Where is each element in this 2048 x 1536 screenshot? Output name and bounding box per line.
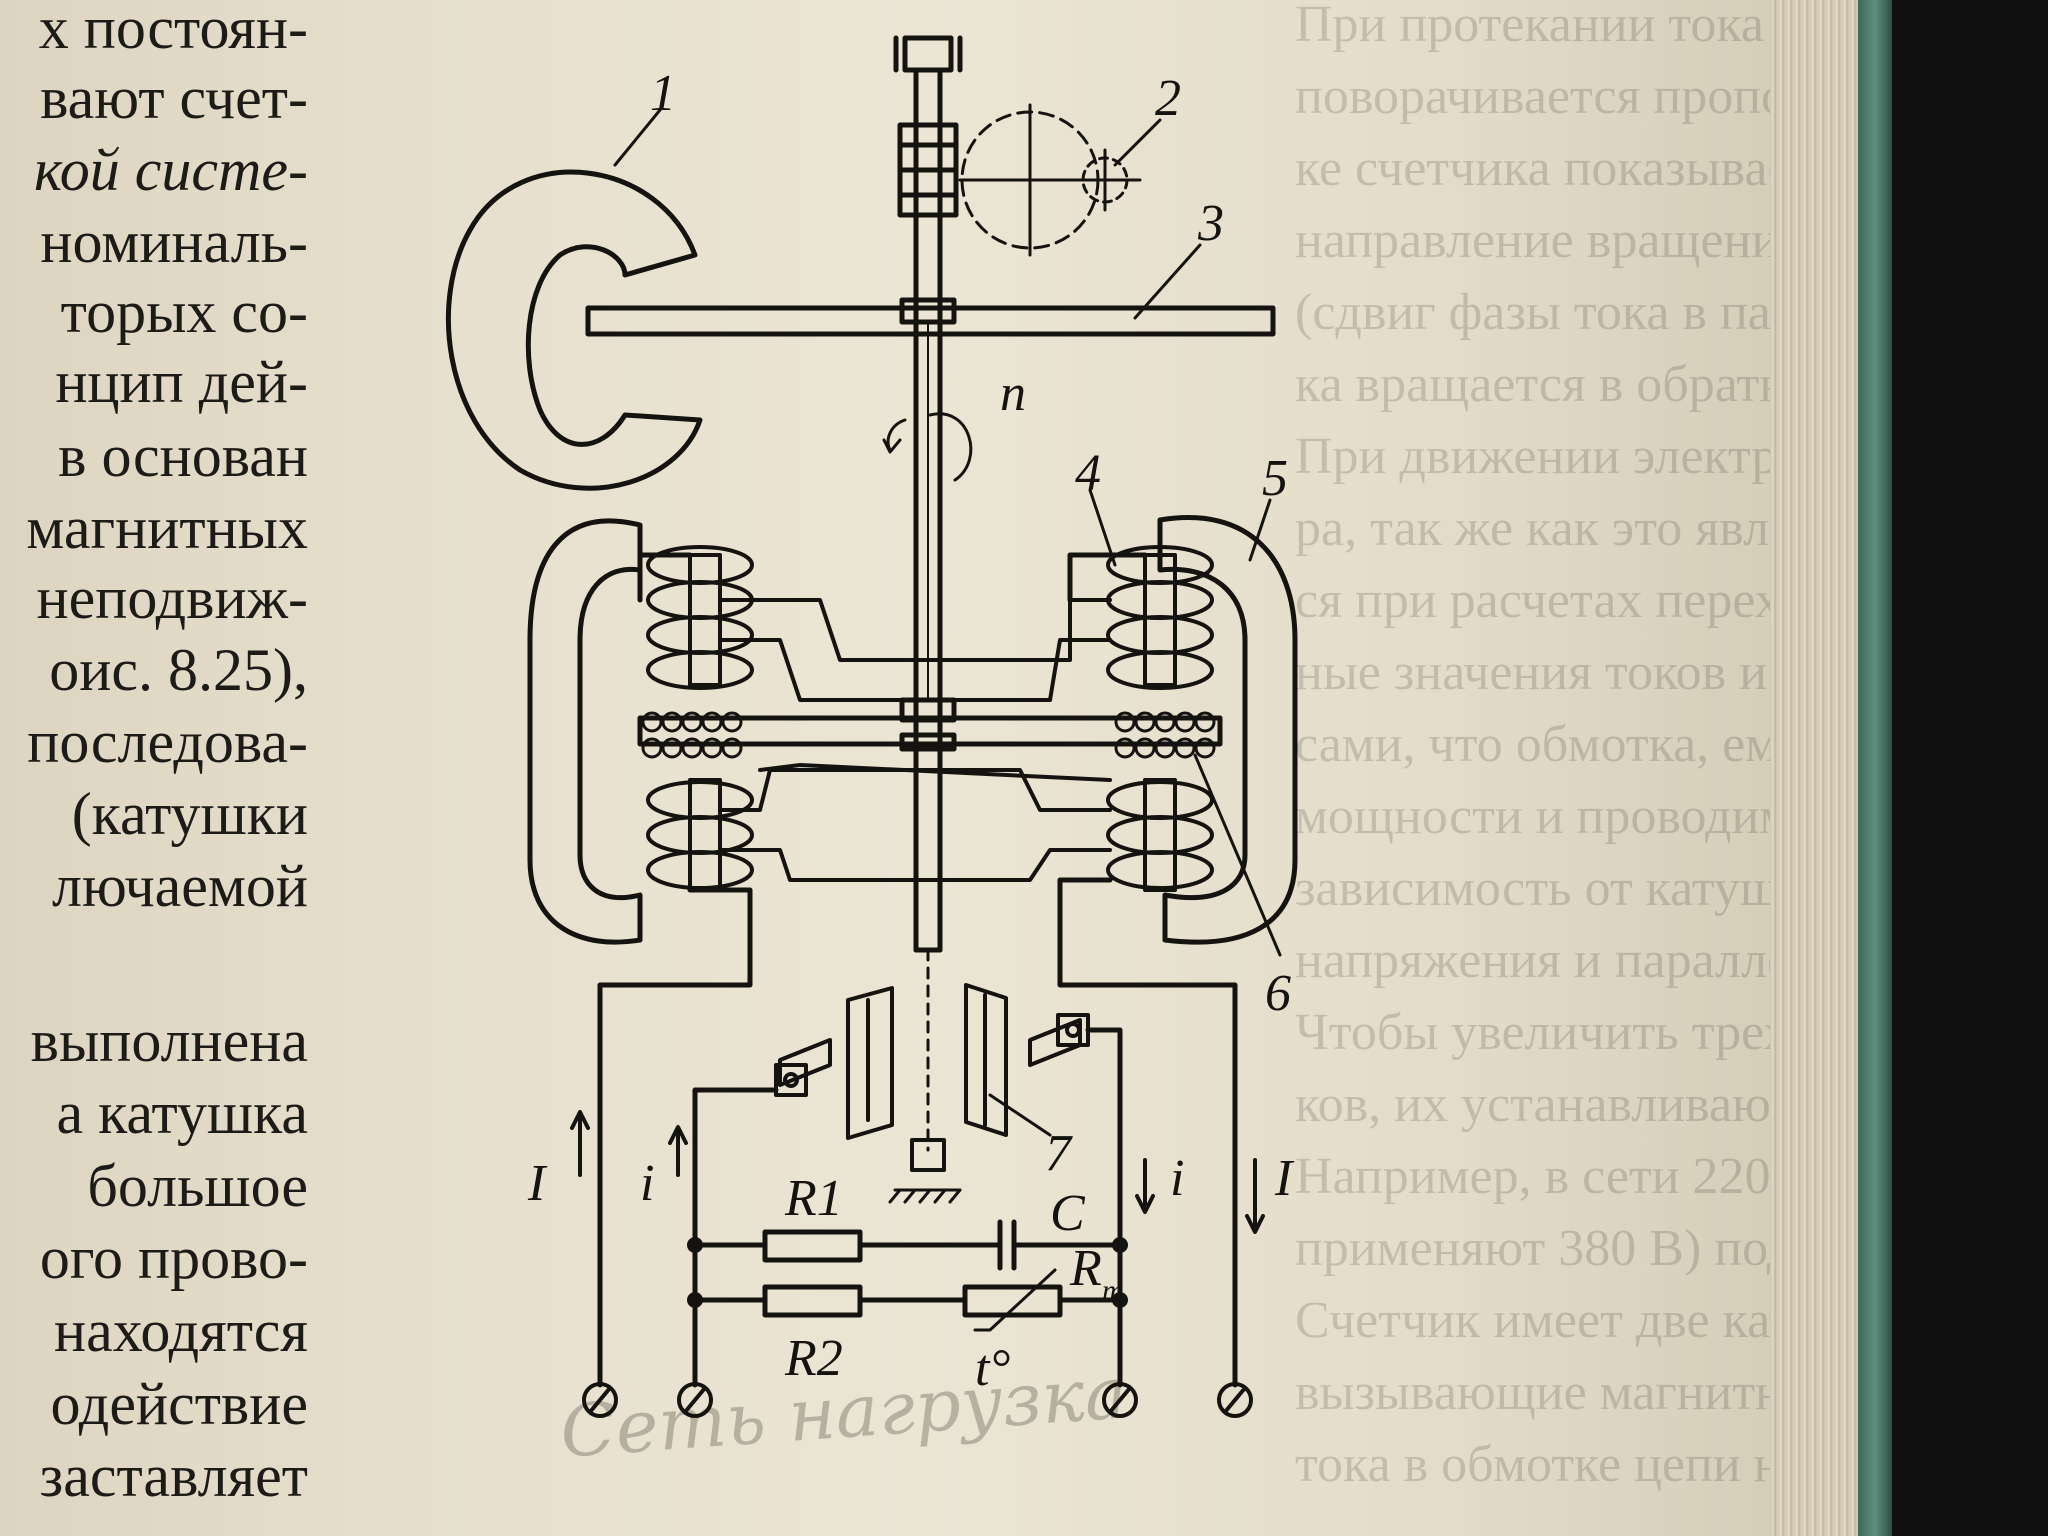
left-text-line: вают счет- <box>40 65 308 131</box>
left-text-line: кой систе- <box>34 137 308 203</box>
dark-background <box>1892 0 2048 1536</box>
label-1: 1 <box>650 65 676 122</box>
left-text-line: большое <box>87 1153 308 1219</box>
junction-dots <box>687 1237 1128 1308</box>
label-5: 5 <box>1262 450 1288 507</box>
right-coil-upper <box>1106 545 1214 690</box>
left-coil-lower <box>646 778 754 892</box>
right-text-line: ные значения токов и конденс <box>1295 644 1858 701</box>
right-text-line: мощности и проводимость при <box>1295 788 1858 845</box>
right-text-line: напряжения и параллельно катушке на <box>1295 932 1858 989</box>
left-text-line: ого прово- <box>39 1225 308 1291</box>
right-text-line: сами, что обмотка, емкость, о <box>1295 716 1858 773</box>
right-text-column: При протекании тока в обмотках поворачива… <box>1295 0 1858 1536</box>
right-text-line: (сдвиг фазы тока в параллельной <box>1295 284 1858 341</box>
right-text-line: При протекании тока в обмотках <box>1295 0 1858 53</box>
left-text-line: нцип дей- <box>55 349 308 415</box>
right-text-line: Например, в сети 220 (ст <box>1295 1148 1847 1205</box>
left-text-line: последова- <box>27 709 308 775</box>
leader-lines <box>613 108 1282 1137</box>
right-text-line: зависимость от катушки нагрузки <box>1295 860 1858 917</box>
label-temperature: t° <box>975 1340 1010 1397</box>
right-text-line: ся при расчетах переходных пр <box>1295 572 1858 629</box>
label-current-I-left: I <box>527 1155 548 1212</box>
right-coil-lower <box>1106 778 1214 892</box>
right-text-line: ке счетчика показывается цифр <box>1295 140 1858 197</box>
right-text-line: При движении электрического поля <box>1295 428 1858 485</box>
left-text-line: (катушки <box>71 781 308 847</box>
label-rt: R <box>1069 1240 1102 1297</box>
book-cover-edge <box>1858 0 1892 1536</box>
label-r2: R2 <box>784 1330 843 1387</box>
label-c: C <box>1050 1185 1086 1242</box>
book-page: х постоян-вают счет-кой систе-номиналь-т… <box>0 0 1858 1536</box>
right-balls <box>1114 711 1216 759</box>
right-text-line: направление вращения диска пр <box>1295 212 1858 269</box>
left-text-line: в основан <box>58 423 308 489</box>
left-text-line: магнитных <box>26 495 308 561</box>
resistor-r2 <box>762 1284 863 1318</box>
left-text-line: номиналь- <box>40 209 308 275</box>
resistor-r1 <box>762 1229 863 1263</box>
right-text-line: применяют 380 В) подключают на за <box>1295 1220 1858 1277</box>
right-text-line: Счетчик имеет две катушки <box>1295 1292 1858 1349</box>
right-text-line: ков, их устанавливают на несколько <box>1295 1076 1858 1133</box>
left-text-line: заставляет <box>39 1443 308 1509</box>
left-text-line: находятся <box>53 1298 308 1364</box>
permanent-magnet <box>446 169 703 491</box>
label-7: 7 <box>1045 1125 1073 1182</box>
label-rt-sub: т <box>1102 1274 1124 1307</box>
right-text-line: тока в обмотке цепи нагрузки <box>1295 1436 1858 1493</box>
label-6: 6 <box>1265 965 1291 1022</box>
left-text-line: а катушка <box>56 1080 308 1146</box>
left-text-line: выполнена <box>30 1008 308 1074</box>
counter-gears <box>958 103 1142 257</box>
left-balls <box>641 711 743 759</box>
rotation-arrow <box>928 412 973 482</box>
lower-disk <box>637 715 1223 747</box>
left-text-line: оис. 8.25), <box>49 637 308 703</box>
left-coil-upper <box>646 545 754 690</box>
aluminum-disk <box>585 305 1276 337</box>
left-text-line: лючаемой <box>52 853 308 919</box>
label-4: 4 <box>1075 445 1101 502</box>
circuit <box>692 1027 1123 1388</box>
label-current-i-right: i <box>1170 1150 1184 1207</box>
coil-connections <box>718 598 1112 882</box>
right-text-line: Чтобы увеличить трехфаз <box>1295 1004 1858 1061</box>
external-wiring <box>597 552 1238 1388</box>
label-r1: R1 <box>784 1170 843 1227</box>
left-text-line: торых со- <box>60 279 308 345</box>
right-core <box>1157 515 1298 945</box>
current-arrows <box>570 1110 1265 1234</box>
left-core <box>527 518 643 945</box>
right-text-line: ка вращается в обратном направлении <box>1295 356 1858 413</box>
terminals <box>582 1382 1253 1418</box>
label-current-I-right: I <box>1274 1150 1295 1207</box>
left-text-line: х постоян- <box>38 0 308 61</box>
right-text-line: поворачивается пропорционально <box>1295 68 1858 125</box>
left-text-line: неподвиж- <box>36 565 308 631</box>
adjustment-device <box>774 983 1090 1204</box>
label-2: 2 <box>1155 70 1181 127</box>
label-3: 3 <box>1197 195 1224 252</box>
right-text-line: ра, так же как это явление от <box>1295 500 1858 557</box>
rotating-shaft <box>893 35 963 1152</box>
page-stack-edge <box>1770 0 1858 1536</box>
label-current-i-left: i <box>640 1155 654 1212</box>
label-n: n <box>1000 365 1026 422</box>
left-text-column: х постоян-вают счет-кой систе-номиналь-т… <box>0 0 312 1536</box>
right-text-line: вызывающие магнитные поля, на <box>1295 1364 1858 1421</box>
left-text-line: одействие <box>50 1371 308 1437</box>
